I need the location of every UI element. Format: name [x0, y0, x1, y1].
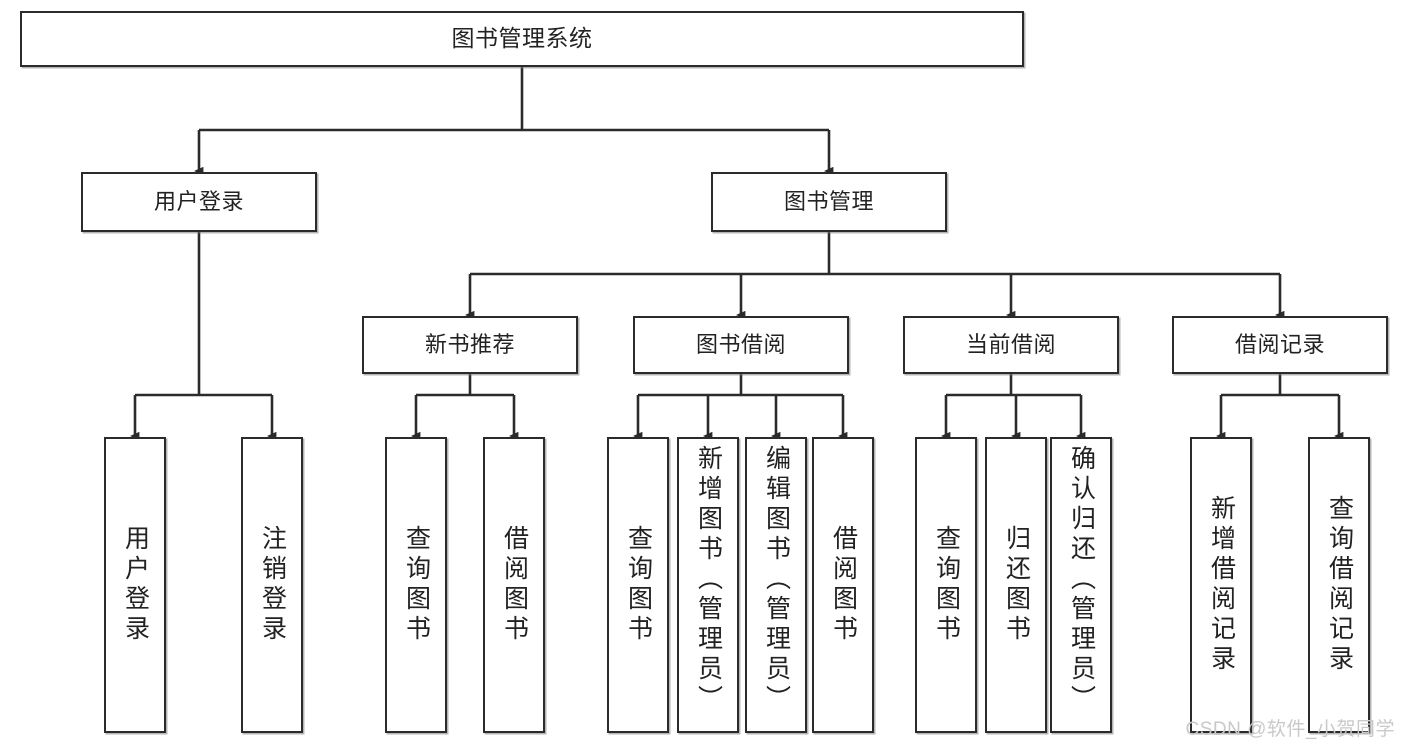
node-leaf-query-book-1-label: 查询图书 — [402, 525, 431, 645]
node-leaf-add-borrow-record-label: 新增借阅记录 — [1207, 495, 1236, 675]
node-leaf-add-book-label: 新增图书（管理员） — [694, 445, 723, 715]
node-leaf-user-login-label: 用户登录 — [121, 525, 150, 645]
node-leaf-borrow-book-2[interactable]: 借阅图书 — [812, 437, 874, 733]
node-leaf-return-book-label: 归还图书 — [1002, 525, 1031, 645]
node-leaf-query-book-3[interactable]: 查询图书 — [915, 437, 977, 733]
node-leaf-query-borrow-record[interactable]: 查询借阅记录 — [1308, 437, 1370, 733]
node-leaf-logout-login-label: 注销登录 — [258, 525, 287, 645]
node-borrow-record-label: 借阅记录 — [1234, 331, 1325, 357]
node-book-manage-label: 图书管理 — [783, 188, 874, 214]
node-current-borrow-label: 当前借阅 — [965, 331, 1056, 357]
node-book-manage[interactable]: 图书管理 — [711, 172, 947, 232]
node-leaf-query-book-3-label: 查询图书 — [932, 525, 961, 645]
node-leaf-user-login[interactable]: 用户登录 — [104, 437, 166, 733]
node-leaf-borrow-book-1-label: 借阅图书 — [500, 525, 529, 645]
node-current-borrow[interactable]: 当前借阅 — [903, 316, 1119, 374]
node-leaf-confirm-return-label: 确认归还（管理员） — [1067, 445, 1096, 715]
node-leaf-query-book-2[interactable]: 查询图书 — [607, 437, 669, 733]
node-leaf-return-book[interactable]: 归还图书 — [985, 437, 1047, 733]
node-leaf-borrow-book-2-label: 借阅图书 — [829, 525, 858, 645]
node-book-borrow[interactable]: 图书借阅 — [633, 316, 849, 374]
node-leaf-edit-book-label: 编辑图书（管理员） — [762, 445, 791, 715]
node-root[interactable]: 图书管理系统 — [20, 11, 1024, 67]
node-new-book-recommend-label: 新书推荐 — [424, 331, 515, 357]
node-leaf-query-borrow-record-label: 查询借阅记录 — [1325, 495, 1354, 675]
node-user-login-label: 用户登录 — [153, 188, 244, 214]
node-leaf-confirm-return[interactable]: 确认归还（管理员） — [1050, 437, 1112, 733]
node-user-login[interactable]: 用户登录 — [81, 172, 317, 232]
csdn-watermark: CSDN @软件_小贺同学 — [1185, 719, 1395, 740]
node-leaf-query-book-2-label: 查询图书 — [624, 525, 653, 645]
node-root-label: 图书管理系统 — [451, 25, 593, 52]
node-borrow-record[interactable]: 借阅记录 — [1172, 316, 1388, 374]
node-leaf-logout-login[interactable]: 注销登录 — [241, 437, 303, 733]
node-leaf-add-book[interactable]: 新增图书（管理员） — [677, 437, 739, 733]
node-leaf-add-borrow-record[interactable]: 新增借阅记录 — [1190, 437, 1252, 733]
node-leaf-query-book-1[interactable]: 查询图书 — [385, 437, 447, 733]
node-leaf-borrow-book-1[interactable]: 借阅图书 — [483, 437, 545, 733]
node-book-borrow-label: 图书借阅 — [695, 331, 786, 357]
node-leaf-edit-book[interactable]: 编辑图书（管理员） — [745, 437, 807, 733]
node-new-book-recommend[interactable]: 新书推荐 — [362, 316, 578, 374]
